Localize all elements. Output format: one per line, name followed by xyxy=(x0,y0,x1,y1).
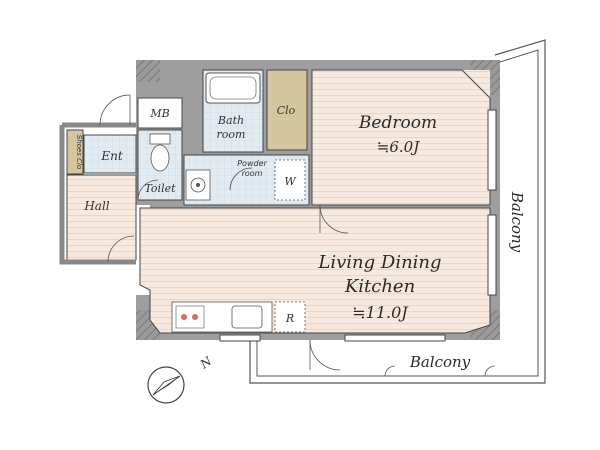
entrance-label: Ent xyxy=(100,149,122,163)
closet xyxy=(266,69,308,151)
hall-floor xyxy=(66,174,137,261)
washer-space xyxy=(274,159,306,201)
toilet-label: Toilet xyxy=(144,182,176,195)
ldk-label-line2: Kitchen xyxy=(344,276,415,297)
door-arcs xyxy=(107,167,349,371)
windows-right xyxy=(487,109,497,296)
fridge-space xyxy=(274,301,306,333)
washer-label: W xyxy=(284,175,297,188)
ldk-size: ≒11.0J xyxy=(352,303,409,322)
toilet-fixture xyxy=(149,133,171,172)
bedroom-size: ≒6.0J xyxy=(377,138,420,156)
hall-label: Hall xyxy=(83,199,109,213)
compass-n-label: N xyxy=(197,354,215,372)
balcony-outline xyxy=(249,39,546,384)
balcony-bottom-label: Balcony xyxy=(409,353,471,371)
bedroom-label: Bedroom xyxy=(358,113,437,133)
front-door xyxy=(99,94,131,126)
closet-label: Clo xyxy=(277,104,296,117)
compass: N xyxy=(147,354,215,404)
balcony-drains xyxy=(384,365,496,377)
entrance-floor xyxy=(83,134,137,174)
fridge-label: R xyxy=(285,312,294,325)
washbasin xyxy=(185,169,211,201)
powder-label-line1: Powder xyxy=(237,159,267,168)
mb-label: MB xyxy=(149,107,169,120)
powder-label-line2: room xyxy=(242,169,263,178)
bath-label-line1: Bath xyxy=(217,114,244,127)
ldk-label-line1: Living Dining xyxy=(317,252,441,273)
bath-label-line2: room xyxy=(217,128,246,141)
balcony-side-label: Balcony xyxy=(508,191,526,253)
bathtub xyxy=(205,72,261,104)
kitchen-counter xyxy=(171,301,273,333)
shoes-closet-label: Shoes Clo xyxy=(75,135,83,169)
shoes-closet xyxy=(66,129,84,175)
mb-room xyxy=(137,97,183,129)
windows-bottom xyxy=(219,334,446,342)
